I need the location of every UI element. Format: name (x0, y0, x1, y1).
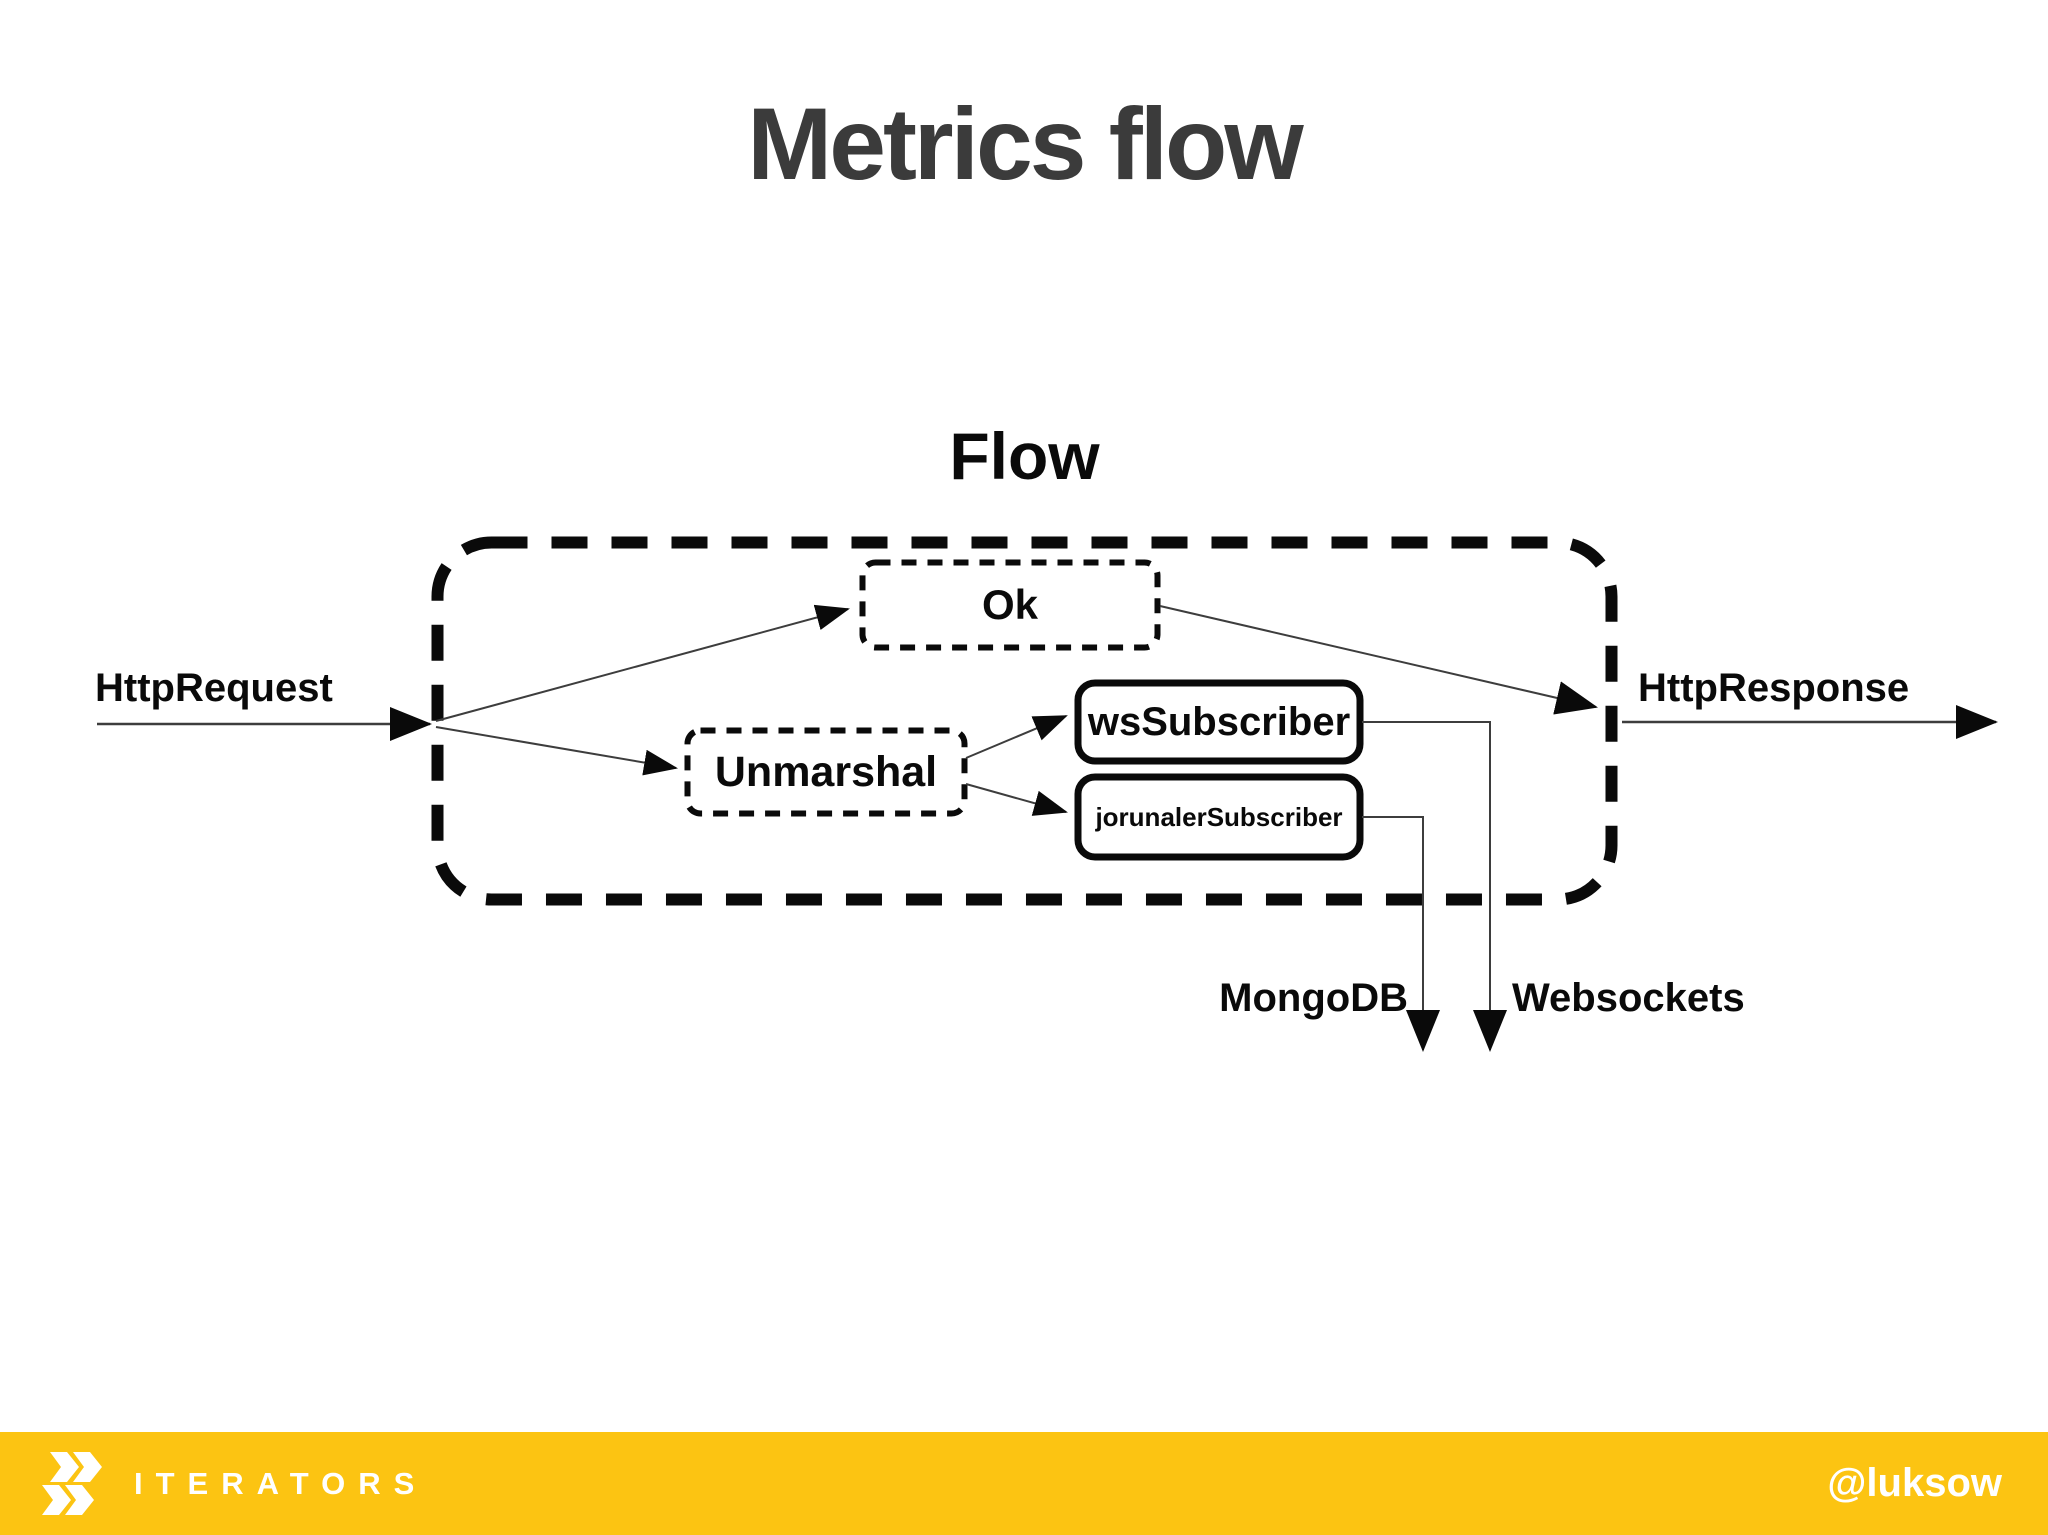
ok-to-response-arrow (1159, 605, 1598, 715)
unmarshal-node-label: Unmarshal (714, 747, 938, 796)
ok-node-box (859, 559, 1161, 651)
unmarshal-to-journaler-arrow (965, 783, 1068, 816)
journaler-subscriber-node-box (1074, 773, 1364, 861)
ws-subscriber-node-box (1074, 679, 1364, 765)
request-to-unmarshal-arrow (435, 726, 678, 776)
unmarshal-node-box (684, 727, 968, 817)
ws-subscriber-node-label: wsSubscriber (1087, 699, 1351, 744)
mongodb-label: MongoDB (1219, 976, 1408, 1020)
journaler-subscriber-node-label: jorunalerSubscriber (1095, 801, 1343, 832)
footer-brand-text: ITERATORS (134, 1465, 428, 1501)
ws-to-websockets-arrow (1362, 721, 1507, 1052)
footer-bar: ITERATORS @luksow (0, 1432, 2048, 1535)
websockets-label: Websockets (1512, 976, 1745, 1020)
unmarshal-to-ws-arrow (965, 715, 1068, 759)
footer-author-handle: @luksow (1827, 1461, 2002, 1505)
page-title: Metrics flow (747, 87, 1303, 201)
request-to-ok-arrow (435, 604, 850, 722)
flow-boundary-box (431, 536, 1618, 906)
httprequest-label: HttpRequest (95, 666, 333, 710)
journaler-to-mongodb-arrow (1362, 816, 1440, 1052)
iterators-logo-icon (42, 1451, 102, 1515)
httpresponse-label: HttpResponse (1638, 666, 1910, 710)
ok-node-label: Ok (981, 581, 1039, 628)
flow-container-label: Flow (949, 419, 1100, 493)
